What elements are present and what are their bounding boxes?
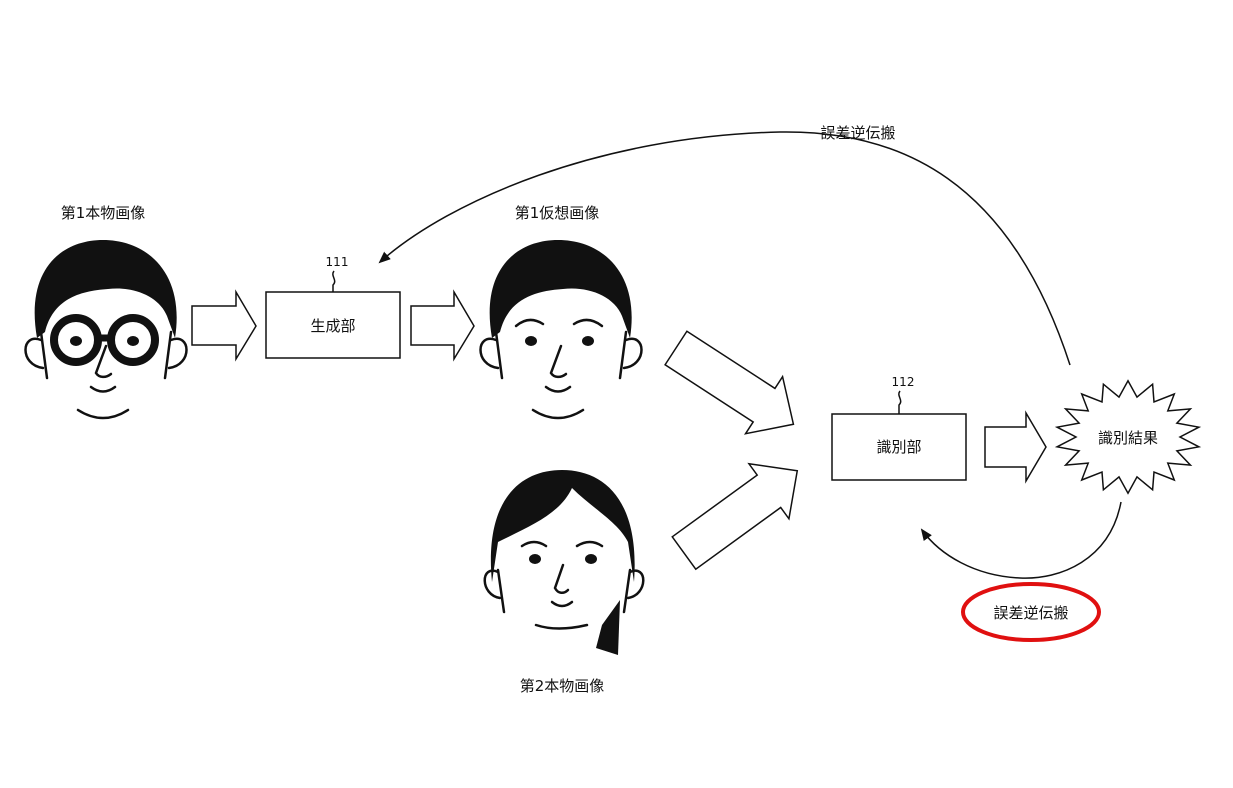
first-real-image-label: 第1本物画像: [61, 204, 146, 222]
first-virtual-image-label: 第1仮想画像: [515, 204, 600, 222]
backprop-label-bottom: 誤差逆伝搬: [993, 604, 1068, 622]
block-arrow: [671, 462, 799, 571]
generator-box: [265, 291, 401, 359]
first-real-face-image: [24, 238, 188, 420]
result-starburst: [1054, 379, 1202, 495]
backprop-arrow-top: [378, 131, 1071, 366]
discriminator-box: [831, 413, 967, 481]
block-arrow: [191, 289, 257, 362]
block-arrow: [410, 289, 475, 362]
discriminator-ref-number: 112: [892, 375, 915, 389]
leader-line: [898, 390, 902, 414]
first-virtual-face-image: [479, 238, 643, 420]
backprop-label-top: 誤差逆伝搬: [820, 124, 895, 142]
generator-ref-number: 111: [326, 255, 349, 269]
block-arrow: [664, 330, 795, 435]
backprop-arrow-bottom: [920, 501, 1122, 579]
leader-line: [332, 270, 336, 292]
block-arrow: [984, 410, 1047, 484]
result-label: 識別結果: [1098, 429, 1158, 447]
discriminator-label: 識別部: [876, 438, 921, 456]
highlight-ellipse: [961, 582, 1101, 642]
second-real-face-image: [483, 470, 645, 655]
second-real-image-label: 第2本物画像: [520, 677, 605, 695]
generator-label: 生成部: [310, 317, 355, 335]
